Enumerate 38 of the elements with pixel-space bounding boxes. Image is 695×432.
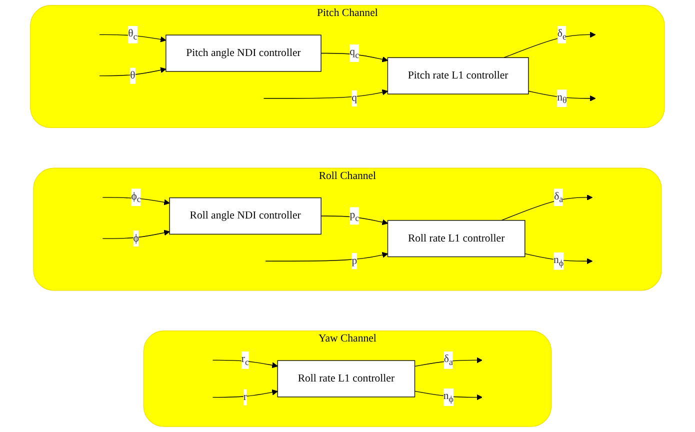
arrow: [212, 360, 278, 368]
arrow: [320, 216, 388, 226]
node-box: [387, 57, 529, 94]
edge-label: q: [352, 92, 358, 104]
arrow: [528, 90, 596, 102]
edge-label: θ: [130, 70, 136, 82]
arrow: [263, 89, 388, 99]
edge-label: ϕ: [133, 232, 139, 244]
edge-label: n$_{ϕ}$: [554, 254, 564, 268]
cluster: [33, 168, 662, 291]
arrow: [102, 197, 170, 206]
arrow: [524, 253, 593, 264]
node-box: [166, 34, 322, 72]
arrow: [414, 390, 482, 400]
edge-label: n$_{ϕ}$: [443, 390, 454, 404]
node-box: [387, 220, 526, 258]
edge-label: δ$_{a}$: [444, 353, 454, 368]
arrow: [102, 230, 170, 239]
arrow: [501, 194, 593, 221]
edge-label: r$_{c}$: [241, 353, 250, 368]
node-box: [277, 360, 416, 398]
edge-label: p: [352, 255, 358, 267]
arrow: [320, 52, 388, 62]
node-box: [169, 197, 322, 235]
cluster: [30, 5, 665, 128]
edge-label: ϕ$_{c}$: [131, 190, 141, 204]
cluster: [143, 330, 552, 427]
edge-label: q$_{c}$: [350, 46, 360, 60]
edge-label: p$_{c}$: [350, 209, 360, 223]
arrow: [414, 357, 482, 367]
arrow: [99, 67, 166, 76]
arrow: [99, 34, 166, 42]
edge-label: δ$_{e}$: [557, 28, 567, 42]
edge-label: n$_{θ}$: [557, 92, 567, 106]
arrow: [212, 389, 278, 398]
arrow: [504, 32, 596, 58]
edge-label: θ$_{c}$: [128, 28, 138, 42]
arrow: [265, 252, 388, 262]
